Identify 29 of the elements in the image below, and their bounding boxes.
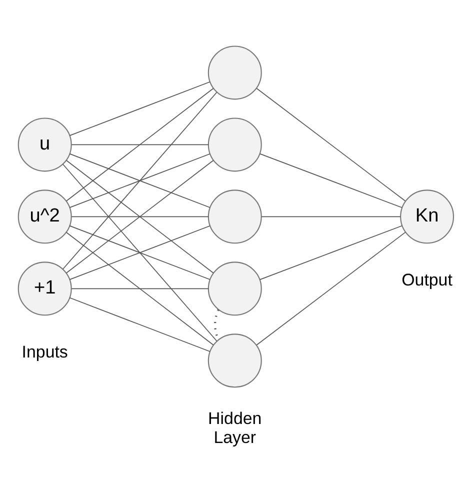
connector xyxy=(66,87,214,201)
node-circle xyxy=(208,117,262,172)
connector xyxy=(256,231,406,345)
connector xyxy=(69,296,210,352)
connector xyxy=(256,87,406,201)
connector xyxy=(71,216,209,217)
node-circle xyxy=(208,45,262,100)
connector xyxy=(66,231,214,345)
node-circle: u^2 xyxy=(18,189,72,244)
connector xyxy=(62,91,218,270)
label: Output xyxy=(402,270,452,289)
connector xyxy=(62,163,218,341)
connector xyxy=(261,216,401,217)
node-circle xyxy=(208,189,262,244)
connector xyxy=(260,152,403,208)
connector xyxy=(260,224,403,280)
label: Inputs xyxy=(22,342,68,361)
node-circle xyxy=(208,333,262,388)
node-circle: u xyxy=(18,117,72,172)
connector xyxy=(69,80,210,136)
connector xyxy=(69,152,210,208)
node-circle: +1 xyxy=(18,261,72,316)
connector xyxy=(71,144,209,145)
node-circle: Kn xyxy=(400,189,454,244)
connector xyxy=(71,288,209,289)
connector xyxy=(66,159,214,273)
connector xyxy=(69,224,210,280)
label: Hidden Layer xyxy=(208,408,262,447)
node-circle xyxy=(208,261,262,316)
